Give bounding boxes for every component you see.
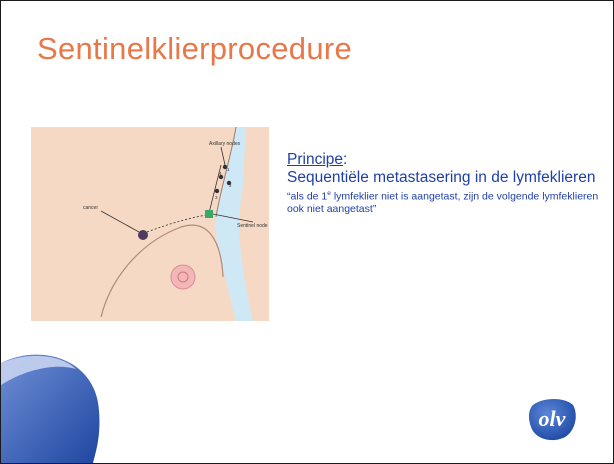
quote-part-2: lymfeklier niet is aangetast, zijn de vo… — [287, 191, 598, 216]
principle-statement: Sequentiële metastasering in de lymfekli… — [287, 169, 607, 187]
cancer-label: cancer — [83, 205, 98, 211]
quote-part-1: “als de 1 — [287, 191, 327, 203]
sentinel-node-diagram: Axillary nodes cancer Sentinel node 1 2 … — [31, 127, 269, 321]
principle-text-block: Principe: Sequentiële metastasering in d… — [287, 151, 607, 216]
logo-text: olv — [539, 406, 566, 431]
sentinel-node-label: Sentinel node — [237, 223, 268, 229]
slide-title: Sentinelklierprocedure — [37, 31, 352, 67]
axillary-nodes-label: Axillary nodes — [209, 141, 241, 147]
decorative-swoosh — [1, 341, 111, 463]
principle-heading: Principe: — [287, 151, 607, 169]
principle-colon: : — [343, 151, 347, 168]
principle-quote: “als de 1e lymfeklier niet is aangetast,… — [287, 188, 607, 216]
olv-logo: olv — [527, 397, 577, 441]
principle-label: Principe — [287, 151, 343, 168]
